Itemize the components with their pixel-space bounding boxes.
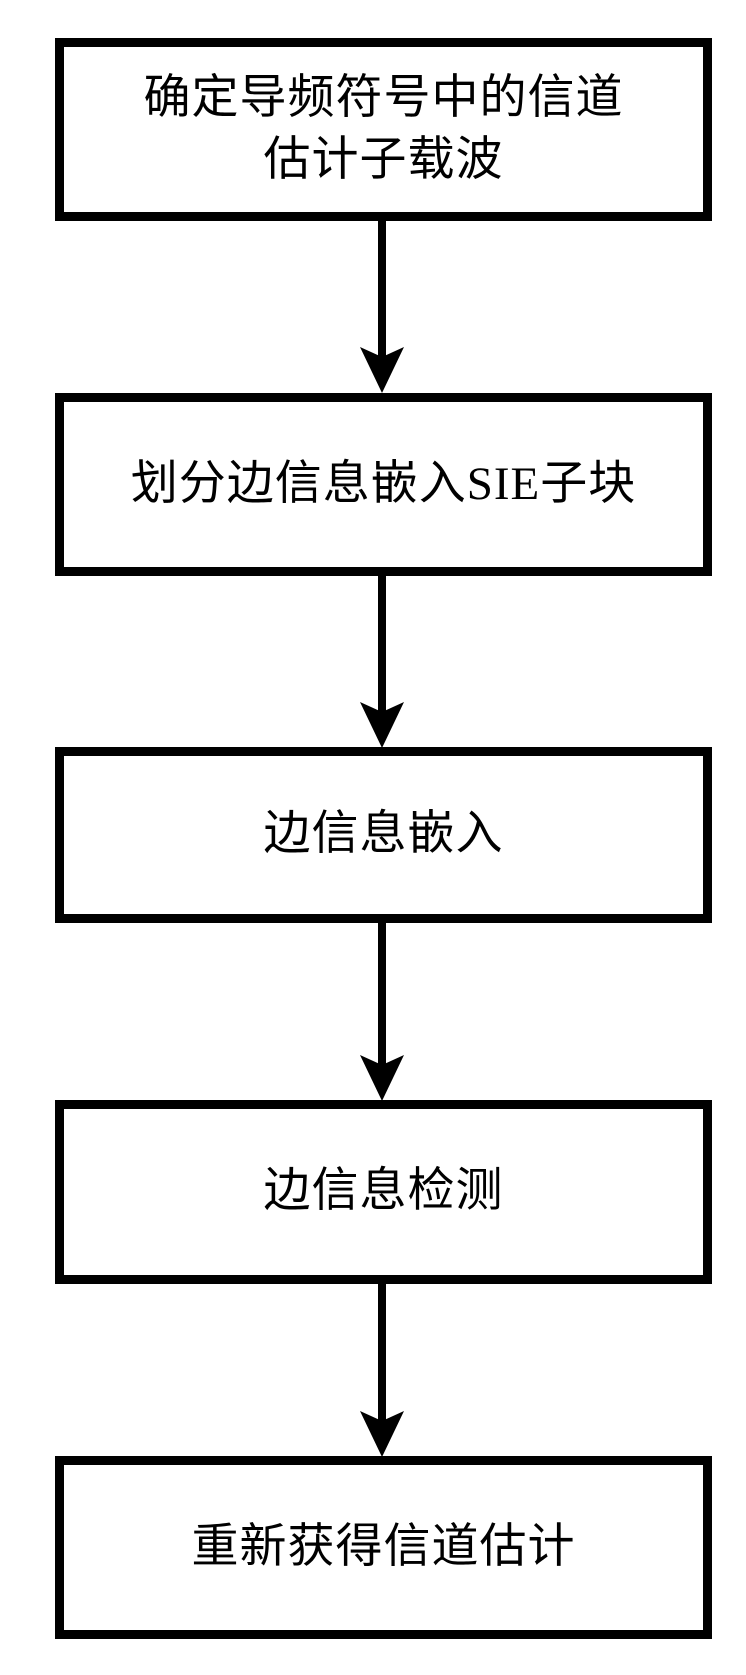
flowchart-node-5-label: 重新获得信道估计	[191, 1520, 576, 1573]
flowchart-arrow-4	[352, 1284, 412, 1457]
flowchart-arrow-1	[352, 221, 412, 393]
flowchart-node-5[interactable]: 重新获得信道估计	[55, 1456, 712, 1639]
flowchart-node-4[interactable]: 边信息检测	[55, 1100, 712, 1284]
flowchart-node-3[interactable]: 边信息嵌入	[55, 747, 712, 923]
flowchart-node-4-label: 边信息检测	[263, 1165, 504, 1218]
flowchart-node-1-label: 确定导频符号中的信道 估计子载波	[143, 72, 624, 186]
flowchart-node-3-label: 边信息嵌入	[263, 808, 504, 861]
flowchart-node-2-label: 划分边信息嵌入SIE子块	[130, 457, 637, 510]
flowchart-node-2[interactable]: 划分边信息嵌入SIE子块	[55, 393, 712, 576]
flowchart-arrow-2	[352, 576, 412, 748]
flowchart-node-1[interactable]: 确定导频符号中的信道 估计子载波	[55, 38, 712, 221]
flowchart-arrow-3	[352, 923, 412, 1101]
